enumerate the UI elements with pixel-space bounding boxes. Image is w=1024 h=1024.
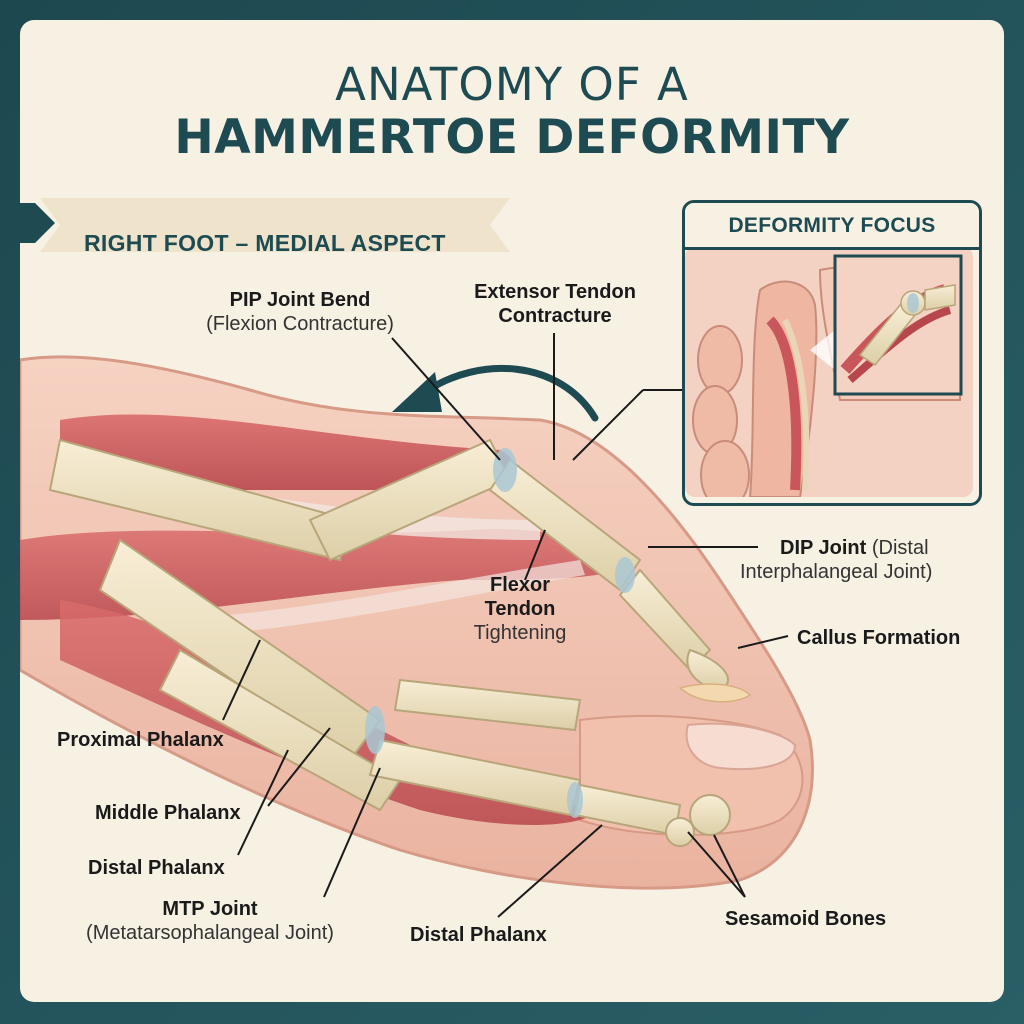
title-line-1: ANATOMY OF A — [335, 58, 689, 111]
foot-illustration — [20, 198, 973, 918]
deformity-focus-inset: DEFORMITY FOCUS — [682, 200, 982, 506]
label-mtp-joint: MTP Joint (Metatarsophalangeal Joint) — [60, 897, 360, 945]
section-banner-text: RIGHT FOOT – MEDIAL ASPECT — [84, 230, 446, 256]
diagram-panel: ANATOMY OF A HAMMERTOE DEFORMITY — [20, 20, 1004, 1002]
label-extensor-line1: Extensor Tendon — [474, 281, 636, 303]
label-dip-rest: (Distal — [866, 537, 929, 559]
label-distal-phalanx-bottom: Distal Phalanx — [410, 924, 547, 946]
label-pip-sub: (Flexion Contracture) — [206, 313, 394, 335]
label-mtp-sub: (Metatarsophalangeal Joint) — [86, 922, 334, 944]
label-pip-bold: PIP Joint Bend — [229, 289, 371, 311]
label-dip-bold: DIP Joint — [780, 537, 867, 559]
label-mtp-bold: MTP Joint — [162, 898, 258, 920]
label-flexor-tendon: Flexor Tendon Tightening — [460, 573, 580, 645]
label-pip-joint: PIP Joint Bend (Flexion Contracture) — [170, 288, 430, 336]
inset-title: DEFORMITY FOCUS — [728, 214, 936, 237]
title-line-2: HAMMERTOE DEFORMITY — [174, 110, 850, 165]
inset-illustration — [685, 247, 973, 497]
callus — [678, 683, 752, 703]
label-sesamoid-bones: Sesamoid Bones — [725, 908, 887, 930]
curved-arrow-icon — [421, 364, 599, 422]
label-dip-joint: DIP Joint (Distal Interphalangeal Joint) — [740, 536, 932, 584]
inset-header: DEFORMITY FOCUS — [685, 203, 979, 250]
label-flexor-line2: Tendon — [484, 598, 556, 620]
arrow-head-icon — [392, 372, 442, 412]
section-banner — [20, 198, 510, 252]
label-flexor-line3: Tightening — [473, 622, 567, 644]
label-extensor-line2: Contracture — [498, 305, 612, 327]
label-distal-phalanx-left: Distal Phalanx — [88, 857, 225, 879]
label-extensor-tendon: Extensor Tendon Contracture — [440, 280, 670, 328]
label-flexor-line1: Flexor — [489, 574, 551, 596]
label-proximal-phalanx: Proximal Phalanx — [57, 729, 224, 751]
label-callus: Callus Formation — [797, 627, 961, 649]
label-dip-sub: Interphalangeal Joint) — [740, 561, 933, 583]
label-middle-phalanx: Middle Phalanx — [95, 802, 241, 824]
leader-lines — [222, 333, 789, 918]
bones — [48, 438, 731, 847]
toenail — [685, 722, 797, 771]
